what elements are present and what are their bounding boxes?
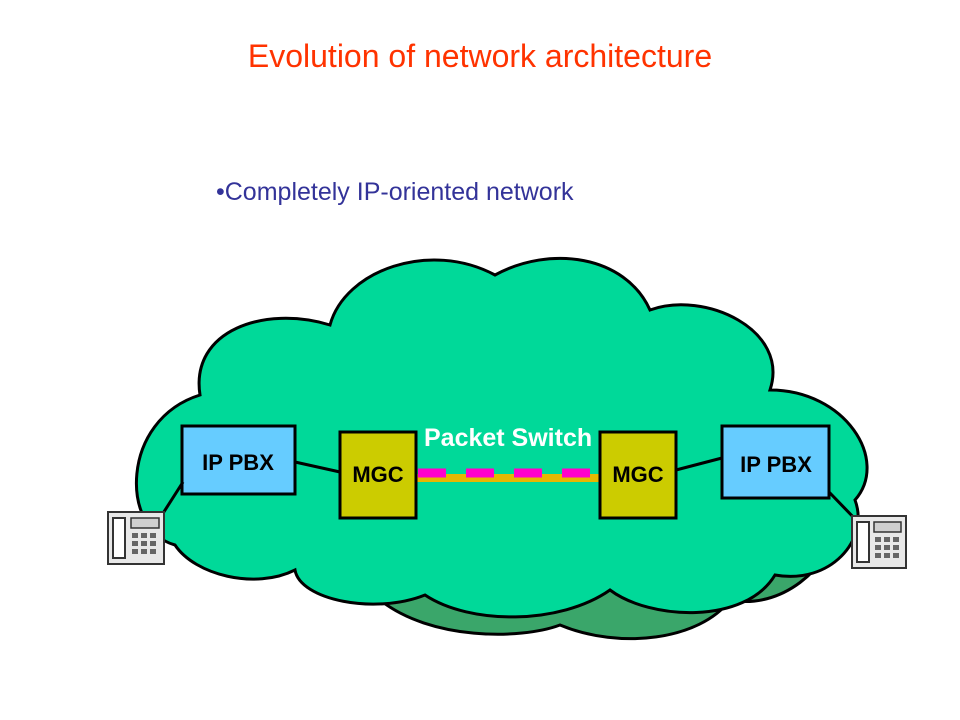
- left-ip-pbx: IP PBX: [180, 424, 297, 496]
- left-ip-pbx-label: IP PBX: [202, 450, 274, 475]
- right-telephone-icon: [851, 515, 907, 569]
- left-mgc: MGC: [338, 430, 418, 520]
- right-ip-pbx: IP PBX: [720, 424, 831, 500]
- packet-link-base: [415, 474, 600, 482]
- link-left-pbx-mgc: [294, 460, 341, 474]
- network-cloud: [134, 257, 869, 619]
- right-mgc: MGC: [598, 430, 678, 520]
- right-mgc-label: MGC: [612, 462, 663, 487]
- left-telephone-icon: [107, 511, 165, 565]
- packet-switch-label: Packet Switch: [424, 424, 592, 452]
- link-right-mgc-pbx: [675, 456, 723, 472]
- bullet-text: •Completely IP-oriented network: [216, 178, 574, 206]
- left-mgc-label: MGC: [352, 462, 403, 487]
- right-ip-pbx-label: IP PBX: [740, 452, 812, 477]
- slide-title: Evolution of network architecture: [247, 38, 713, 74]
